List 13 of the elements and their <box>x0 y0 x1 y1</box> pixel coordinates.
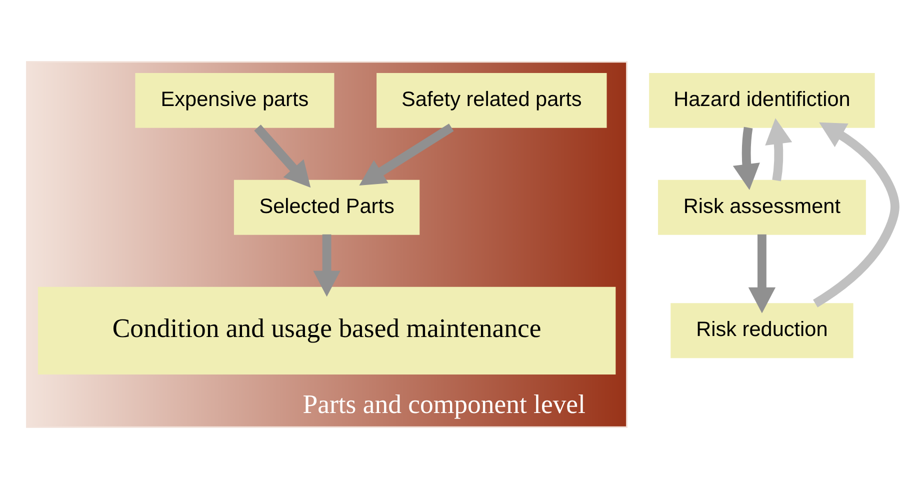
node-box: Risk reduction <box>670 302 854 358</box>
arrow <box>359 123 454 185</box>
node-box: Expensive parts <box>135 72 334 128</box>
node-box: Selected Parts <box>234 179 420 234</box>
arrow <box>313 234 340 296</box>
arrow <box>812 122 900 307</box>
arrow <box>748 234 776 313</box>
arrow <box>254 124 311 188</box>
node-box: Hazard identifiction <box>649 72 875 128</box>
node-box: Safety related parts <box>376 72 607 128</box>
arrow <box>732 126 760 190</box>
node-box: Risk assessment <box>658 179 866 234</box>
node-box: Condition and usage based maintenance <box>38 286 616 374</box>
